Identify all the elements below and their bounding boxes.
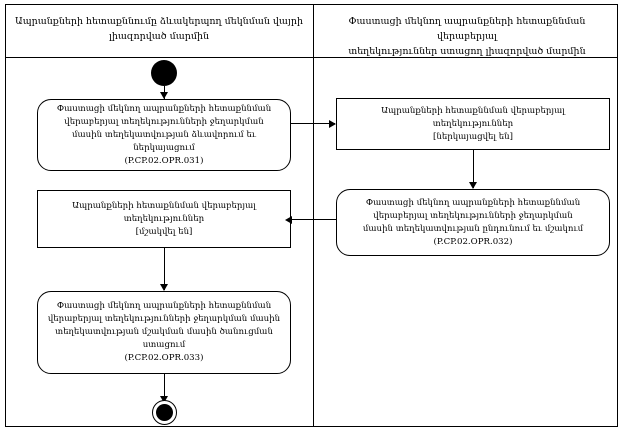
arrowhead-down-icon — [160, 92, 168, 99]
action-031-line-3: մասին տեղեկատվության ձևավորում եւ — [71, 129, 257, 140]
object-node-processed-text: Ապրանքների հետաքննման վերաբերյալ տեղեկու… — [44, 200, 284, 239]
arrowhead-right-icon — [329, 120, 336, 128]
edge-action033-to-end — [164, 374, 165, 402]
edge-object-submitted-to-action032 — [473, 150, 474, 188]
action-node-032[interactable]: Փաստացի մեկնող ապրանքների հետաքննման վեր… — [336, 189, 610, 256]
action-032-line-3: մասին տեղեկատվության ընդունում եւ մշակու… — [362, 223, 584, 234]
object-processed-state: [մշակվել են] — [135, 226, 193, 237]
lane-header-right-line2: տեղեկություններ ստացող լիազորված մարմին — [348, 46, 586, 57]
object-node-submitted[interactable]: Ապրանքների հետաքննման վերաբերյալ տեղեկու… — [336, 98, 610, 150]
action-031-line-2: վերաբերյալ տեղեկությունների ջեղարկման — [64, 116, 264, 127]
object-submitted-state: [ներկայացվել են] — [433, 131, 513, 142]
lane-header-right-line1: Փաստացի մեկնող ապրանքների հետաքննման վեր… — [348, 16, 586, 42]
action-033-line-1: Փաստացի մեկնող ապրանքների հետաքննման — [56, 301, 272, 311]
arrowhead-left-icon — [285, 216, 292, 224]
swimlane-divider — [313, 4, 314, 427]
arrowhead-down-icon-2 — [160, 284, 168, 291]
edge-action032-to-object-processed — [291, 219, 337, 220]
action-032-line-2: վերաբերյալ տեղեկությունների ջեղարկման — [373, 210, 573, 221]
action-033-line-4: ստացում — [142, 340, 186, 350]
object-processed-line-1: Ապրանքների հետաքննման վերաբերյալ — [72, 200, 256, 211]
action-node-033-text: Փաստացի մեկնող ապրանքների հետաքննման վեր… — [44, 300, 284, 365]
arrowhead-down-icon-4 — [469, 182, 477, 189]
object-node-processed[interactable]: Ապրանքների հետաքննման վերաբերյալ տեղեկու… — [37, 190, 291, 248]
action-031-code: (P.CP.02.OPR.031) — [124, 155, 204, 166]
action-node-031[interactable]: Փաստացի մեկնող ապրանքների հետաքննման վեր… — [37, 99, 291, 171]
action-032-line-1: Փաստացի մեկնող ապրանքների հետաքննման — [365, 197, 581, 208]
final-node[interactable] — [152, 400, 177, 425]
action-031-line-4: ներկայացում — [133, 142, 195, 153]
final-node-core — [156, 404, 173, 421]
initial-node[interactable] — [151, 60, 177, 86]
action-node-032-text: Փաստացի մեկնող ապրանքների հետաքննման վեր… — [343, 197, 603, 249]
object-node-submitted-text: Ապրանքների հետաքննման վերաբերյալ տեղեկու… — [343, 105, 603, 144]
lane-header-divider — [5, 57, 618, 58]
action-032-code: (P.CP.02.OPR.032) — [433, 236, 513, 247]
edge-object-processed-to-action033 — [164, 248, 165, 290]
diagram-outer-frame — [5, 4, 618, 427]
action-031-line-1: Փաստացի մեկնող ապրանքների հետաքննման — [56, 103, 272, 114]
action-node-033[interactable]: Փաստացի մեկնող ապրանքների հետաքննման վեր… — [37, 291, 291, 374]
object-processed-line-2: տեղեկություններ — [123, 213, 205, 224]
edge-action031-to-object-submitted — [291, 123, 335, 124]
object-submitted-line-2: տեղեկություններ — [432, 118, 514, 129]
action-033-code: (P.CP.02.OPR.033) — [124, 353, 204, 363]
action-033-line-3: տեղեկատվության մշակման մասին ծանուցման — [55, 327, 273, 337]
object-submitted-line-1: Ապրանքների հետաքննման վերաբերյալ — [381, 105, 565, 116]
lane-header-left-line2: լիազորված մարմին — [108, 31, 210, 42]
lane-header-right: Փաստացի մեկնող ապրանքների հետաքննման վեր… — [320, 14, 614, 59]
arrowhead-down-icon-3 — [160, 396, 168, 403]
lane-header-left: Ապրանքների հետաքննումը ձևակերպող մեկնման… — [12, 14, 306, 44]
action-033-line-2: վերաբերյալ տեղեկությունների ջեղարկման մա… — [47, 314, 281, 324]
lane-header-left-line1: Ապրանքների հետաքննումը ձևակերպող մեկնման… — [15, 16, 303, 27]
action-node-031-text: Փաստացի մեկնող ապրանքների հետաքննման վեր… — [44, 103, 284, 168]
